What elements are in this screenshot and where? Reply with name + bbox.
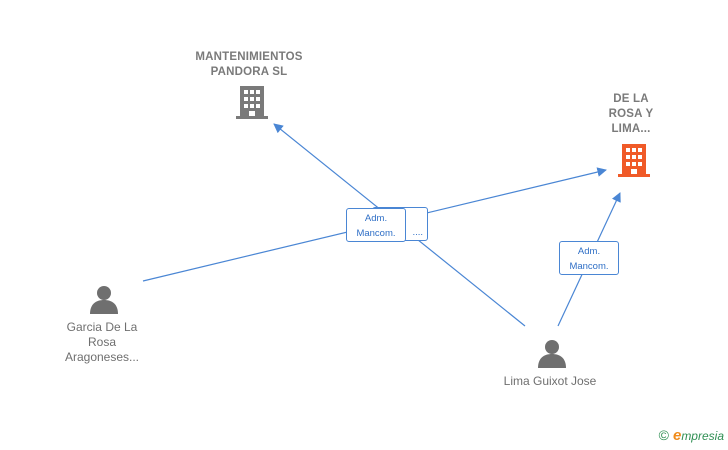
empresia-logo: ©empresia [659, 427, 724, 444]
role-text: Adm. [364, 213, 388, 224]
copyright-icon: © [658, 427, 669, 443]
person-label-garcia[interactable]: Garcia De La Rosa Aragoneses... [64, 320, 140, 364]
building-icon [618, 144, 650, 177]
person-label-lima[interactable]: Lima Guixot Jose [503, 374, 597, 388]
role-text: .... [412, 227, 423, 238]
person-icon [90, 286, 118, 314]
role-text: Mancom. [356, 228, 396, 239]
person-icon [538, 340, 566, 368]
role-text: Adm. [577, 246, 601, 257]
role-badge-adm-mancom[interactable]: Adm. Mancom. [346, 208, 406, 242]
brand-e: e [672, 427, 682, 444]
building-icon [236, 86, 268, 119]
role-badge-lima-rosa[interactable]: Adm. Mancom. [559, 241, 619, 275]
company-label-rosa[interactable]: DE LA ROSA Y LIMA... [608, 93, 654, 135]
brand-rest: mpresia [681, 429, 724, 443]
role-text: Mancom. [569, 261, 609, 272]
company-label-pandora[interactable]: MANTENIMIENTOS PANDORA SL [195, 51, 303, 78]
